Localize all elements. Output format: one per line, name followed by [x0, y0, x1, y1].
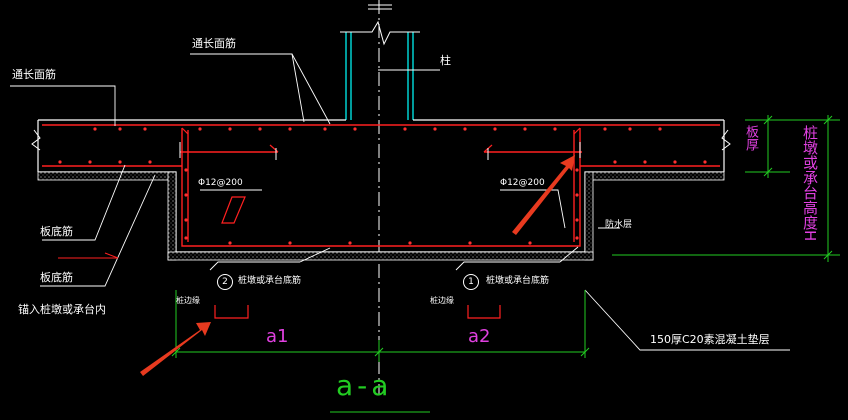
label-waterproof: 防水层 — [605, 220, 633, 230]
callout-1: 1 — [463, 274, 479, 290]
column — [345, 32, 414, 120]
label-bottom-bar-1: 桩墩或承台底筋 — [486, 276, 550, 286]
concrete-outline — [37, 119, 725, 253]
callout-2: 2 — [217, 274, 233, 290]
label-bottom-bar-2: 桩墩或承台底筋 — [238, 276, 302, 286]
label-top-bar-mid: 通长面筋 — [192, 37, 236, 50]
label-pile-height: 桩墩或承台高度H — [801, 125, 819, 242]
label-anchor-note: 锚入桩墩或承台内 — [18, 303, 106, 316]
label-slab-bottom-bar: 板底筋 — [40, 225, 73, 238]
rebar-dots — [58, 127, 707, 245]
rebar-hooks — [181, 127, 581, 224]
label-edge-right: 桩边缘 — [430, 296, 454, 305]
leader-lines — [10, 53, 790, 351]
label-cushion: 150厚C20素混凝土垫层 — [650, 333, 770, 346]
highlight-arrows — [140, 155, 575, 376]
edge-symbols — [214, 305, 501, 319]
label-slab-bottom-bar-2: 板底筋 — [40, 271, 73, 284]
red-pointer-lines — [58, 252, 119, 259]
label-top-bar-left: 通长面筋 — [12, 68, 56, 81]
column-break-line — [340, 20, 420, 46]
label-edge-left: 桩边缘 — [176, 296, 200, 305]
rebar — [42, 124, 720, 247]
section-title: a-a — [336, 369, 393, 402]
label-rebar-spec-left: Φ12@200 — [198, 178, 243, 188]
bracket-marks — [179, 142, 581, 160]
cushion-layer — [37, 171, 725, 261]
label-slab-thickness: 板厚 — [743, 125, 758, 151]
dimension-lines — [171, 115, 840, 413]
label-rebar-spec-right: Φ12@200 — [500, 178, 545, 188]
label-dim-a1: a1 — [266, 326, 289, 347]
label-dim-a2: a2 — [468, 326, 491, 347]
label-column: 柱 — [440, 54, 451, 67]
